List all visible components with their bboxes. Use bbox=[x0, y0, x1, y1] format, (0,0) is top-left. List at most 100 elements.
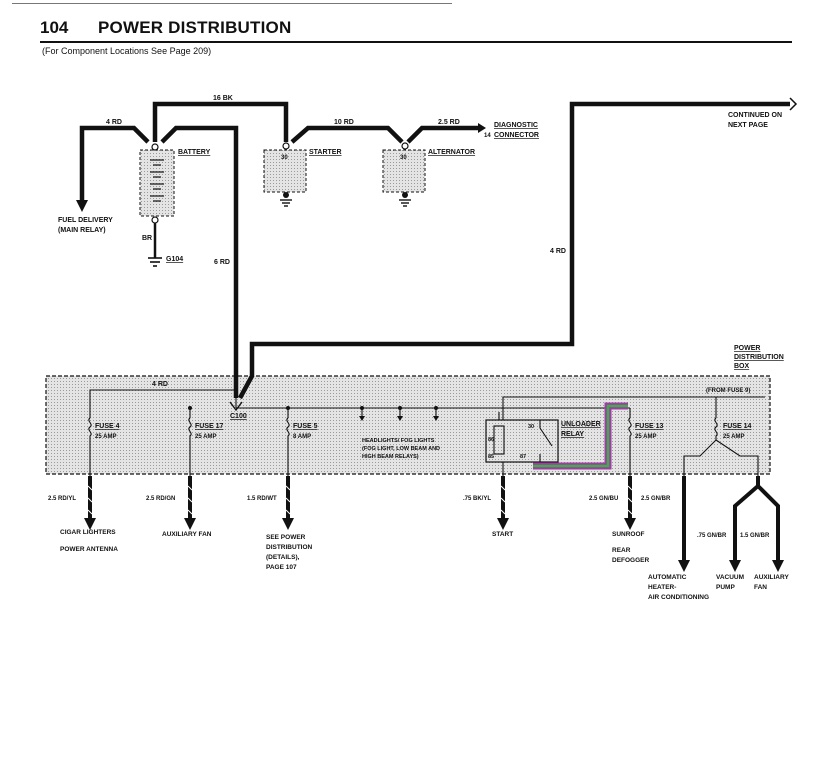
label-out3-2: DISTRIBUTION bbox=[266, 544, 313, 551]
alternator-terminal bbox=[401, 142, 409, 150]
continued-arrow bbox=[789, 97, 798, 111]
alternator-ground-dot bbox=[402, 192, 408, 198]
label-out5-3: DEFOGGER bbox=[612, 557, 650, 564]
label-out7-1: VACUUM bbox=[716, 574, 744, 581]
label-box-2: DISTRIBUTION bbox=[734, 354, 784, 361]
label-4rd-box: 4 RD bbox=[152, 381, 168, 388]
diag-arrow bbox=[478, 123, 486, 133]
top-rule bbox=[12, 3, 452, 4]
label-out5-wire: 2.5 GN/BU bbox=[589, 496, 618, 502]
wire-6rd bbox=[160, 125, 239, 398]
label-6rd: 6 RD bbox=[214, 259, 230, 266]
label-relay-1: UNLOADER bbox=[561, 421, 601, 428]
label-out6-wire: 2.5 GN/BR bbox=[641, 496, 671, 502]
label-fuel-2: (MAIN RELAY) bbox=[58, 227, 106, 234]
label-headlights-1: HEADLIGHTS/ FOG LIGHTS bbox=[362, 438, 435, 444]
output-wire-twist bbox=[87, 485, 633, 515]
wire-16bk bbox=[152, 101, 289, 142]
label-from-fuse: (FROM FUSE 9) bbox=[706, 388, 750, 394]
label-fuse-13-amp: 25 AMP bbox=[635, 434, 656, 440]
label-fuse-5: FUSE 5 bbox=[293, 423, 318, 430]
label-fuse-17-amp: 25 AMP bbox=[195, 434, 216, 440]
label-out8-2: FAN bbox=[754, 584, 767, 591]
label-relay-87: 87 bbox=[520, 454, 526, 460]
ground-g104-icon bbox=[148, 257, 162, 267]
battery-symbol bbox=[139, 149, 175, 217]
label-25rd: 2.5 RD bbox=[438, 119, 460, 126]
battery-pos-terminal bbox=[151, 143, 159, 151]
label-continued-2: NEXT PAGE bbox=[728, 122, 768, 129]
fuse-4-icon bbox=[88, 417, 92, 476]
label-alternator-pin: 30 bbox=[400, 155, 407, 161]
battery-cells bbox=[150, 159, 164, 202]
header-rule bbox=[40, 41, 792, 43]
starter-terminal bbox=[282, 142, 290, 150]
label-out8-1: AUXILIARY bbox=[754, 574, 789, 581]
label-out3-1: SEE POWER bbox=[266, 534, 306, 541]
wire-4rd-right bbox=[238, 101, 790, 400]
label-4rd-left: 4 RD bbox=[106, 119, 122, 126]
label-out1-wire: 2.5 RD/YL bbox=[48, 496, 76, 502]
bus-4rd bbox=[89, 389, 237, 418]
label-4rd-right: 4 RD bbox=[550, 248, 566, 255]
fuse-13-icon bbox=[628, 417, 632, 476]
label-box-3: BOX bbox=[734, 363, 750, 370]
label-g104: G104 bbox=[166, 256, 183, 263]
label-fuse-4-amp: 25 AMP bbox=[95, 434, 116, 440]
label-out4-wire: .75 BK/YL bbox=[463, 496, 491, 502]
alternator-ground-icon bbox=[399, 199, 411, 207]
wire-10rd bbox=[290, 125, 404, 144]
label-out3-3: (DETAILS), bbox=[266, 554, 300, 561]
label-br: BR bbox=[142, 235, 152, 242]
relay-highlight-wire-inner bbox=[533, 404, 628, 468]
main-wires bbox=[79, 101, 790, 400]
starter-ground-icon bbox=[280, 199, 292, 207]
fuse-14-split bbox=[683, 439, 759, 476]
relay-internals bbox=[493, 412, 553, 476]
output-arrows bbox=[84, 518, 784, 572]
label-fuse-14-amp: 25 AMP bbox=[723, 434, 744, 440]
label-10rd: 10 RD bbox=[334, 119, 354, 126]
label-out3-4: PAGE 107 bbox=[266, 564, 297, 571]
battery-neg-terminal bbox=[151, 216, 159, 224]
label-fuse-5-amp: 8 AMP bbox=[293, 434, 311, 440]
label-relay-2: RELAY bbox=[561, 431, 584, 438]
page-number: 104 bbox=[40, 18, 69, 37]
label-box-1: POWER bbox=[734, 345, 760, 352]
page-subtitle: (For Component Locations See Page 209) bbox=[42, 46, 212, 56]
label-fuse-13: FUSE 13 bbox=[635, 423, 664, 430]
wire-4rd-fuel bbox=[79, 125, 150, 202]
label-continued-1: CONTINUED ON bbox=[728, 112, 782, 119]
label-diag-pin: 14 bbox=[484, 133, 491, 139]
label-fuel-1: FUEL DELIVERY bbox=[58, 217, 113, 224]
label-starter: STARTER bbox=[309, 149, 342, 156]
label-starter-pin: 30 bbox=[281, 155, 288, 161]
label-relay-86: 86 bbox=[488, 437, 494, 443]
label-relay-85: 85 bbox=[488, 454, 494, 460]
starter-ground-dot bbox=[283, 192, 289, 198]
label-out5-1: SUNROOF bbox=[612, 531, 645, 538]
label-fuse-14: FUSE 14 bbox=[723, 423, 752, 430]
power-distribution-box bbox=[45, 375, 771, 475]
label-diag-2: CONNECTOR bbox=[494, 132, 539, 139]
wire-25rd bbox=[406, 125, 480, 144]
label-relay-30: 30 bbox=[528, 424, 534, 430]
label-headlights-3: HIGH BEAM RELAYS) bbox=[362, 454, 419, 460]
label-out1-1: CIGAR LIGHTERS bbox=[60, 529, 116, 536]
label-c100: C100 bbox=[230, 413, 247, 420]
label-out6-3: AIR CONDITIONING bbox=[648, 594, 709, 601]
headlight-arrows bbox=[359, 416, 439, 421]
fuse-17-icon bbox=[188, 417, 192, 476]
label-out2-1: AUXILIARY FAN bbox=[162, 531, 212, 538]
label-out5-2: REAR bbox=[612, 547, 631, 554]
label-out2-wire: 2.5 RD/GN bbox=[146, 496, 175, 502]
box-bus bbox=[89, 389, 765, 418]
label-out1-2: POWER ANTENNA bbox=[60, 546, 118, 553]
label-fuse-4: FUSE 4 bbox=[95, 423, 120, 430]
label-alternator: ALTERNATOR bbox=[428, 149, 475, 156]
label-out7-2: PUMP bbox=[716, 584, 735, 591]
c100-connector-icon bbox=[229, 401, 243, 412]
label-battery: BATTERY bbox=[178, 149, 211, 156]
label-out3-wire: 1.5 RD/WT bbox=[247, 496, 277, 502]
